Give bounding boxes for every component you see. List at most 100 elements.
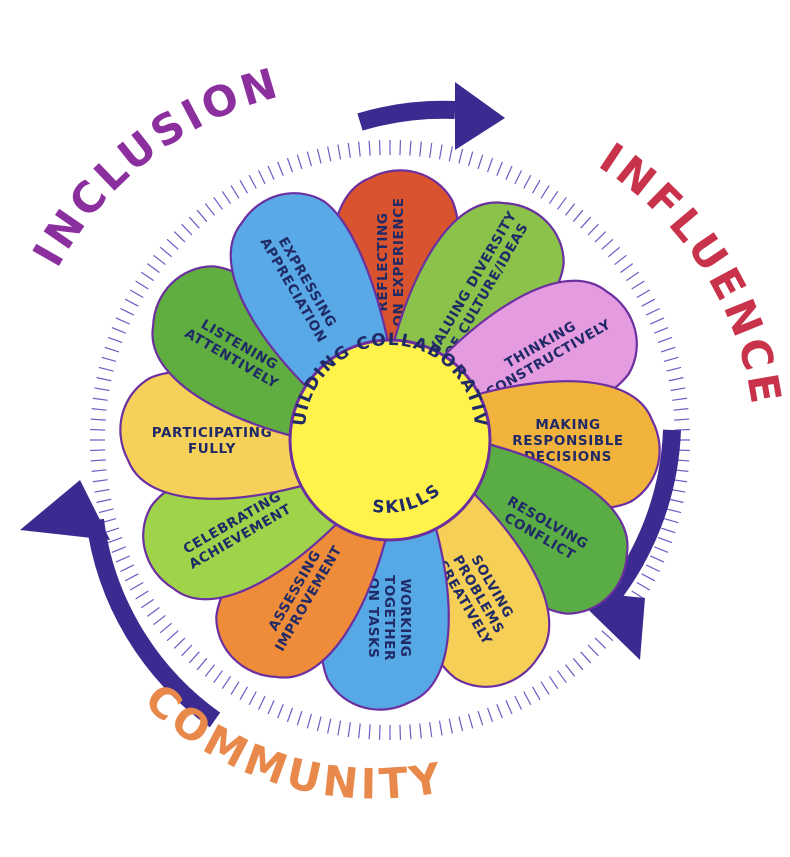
ring-tick (673, 408, 689, 411)
ring-tick (467, 713, 474, 729)
ring-tick (666, 508, 682, 514)
ring-tick (316, 148, 322, 164)
ring-tick (92, 397, 108, 401)
ring-tick (523, 691, 532, 706)
ring-tick (135, 590, 149, 600)
petal-label: FULLY (188, 441, 236, 457)
ring-tick (607, 246, 621, 258)
ring-tick (378, 140, 381, 156)
ring-tick (277, 161, 284, 176)
ring-tick (531, 179, 541, 194)
arrow-top (357, 100, 456, 131)
ring-tick (620, 263, 634, 273)
ring-tick (181, 223, 193, 236)
ring-tick (111, 327, 126, 334)
ring-tick (204, 203, 216, 216)
ring-tick (672, 397, 688, 401)
ring-tick (486, 157, 494, 173)
ring-tick (594, 637, 607, 649)
ring-tick (306, 713, 313, 729)
ring-tick (140, 598, 155, 609)
ring-arrows (20, 82, 681, 728)
ring-tick (129, 289, 144, 299)
ring-tick (306, 151, 313, 167)
ring-tick (429, 142, 433, 158)
ring-tick (286, 707, 294, 723)
ring-tick (124, 298, 139, 307)
petal-label: PARTICIPATING (152, 425, 273, 441)
petal-label: MAKING (535, 417, 600, 433)
ring-tick (153, 614, 166, 626)
ring-tick (196, 209, 208, 223)
ring-tick (358, 723, 361, 739)
ring-tick (91, 469, 107, 472)
ring-tick (477, 710, 484, 726)
ring-tick (670, 387, 686, 392)
ring-tick (448, 718, 453, 734)
ring-tick (221, 675, 232, 690)
ring-tick (580, 216, 592, 229)
ring-tick (419, 723, 422, 739)
ring-tick (248, 691, 257, 706)
ring-tick (248, 174, 257, 189)
arrow-left (86, 518, 221, 728)
ring-tick (548, 190, 559, 205)
ring-tick (378, 724, 381, 740)
ring-tick (645, 307, 660, 316)
ring-tick (104, 527, 120, 534)
ring-tick (213, 196, 223, 210)
ring-tick (399, 140, 402, 156)
ring-tick (557, 670, 567, 684)
ring-tick (213, 670, 223, 684)
ring-tick (90, 428, 106, 431)
center-circle (288, 338, 492, 542)
ring-tick (580, 651, 592, 664)
ring-tick (347, 722, 351, 738)
ring-tick (572, 209, 584, 223)
ring-tick (257, 695, 266, 710)
petal-label: RESPONSIBLE (512, 433, 623, 449)
ring-tick (166, 630, 179, 642)
ring-tick (327, 146, 332, 162)
ring-tick (107, 336, 123, 344)
ring-tick (368, 140, 371, 156)
ring-tick (523, 174, 532, 189)
ring-tick (230, 185, 240, 199)
ring-tick (660, 346, 676, 353)
ring-tick (477, 154, 484, 170)
ring-tick (438, 720, 443, 736)
arrowhead-top-icon (455, 82, 505, 150)
ring-tick (496, 161, 503, 176)
ring-tick (286, 157, 294, 173)
ring-tick (654, 327, 669, 334)
ring-tick (230, 681, 240, 695)
ring-tick (188, 216, 200, 229)
ring-tick (594, 231, 607, 243)
ring-tick (257, 170, 266, 185)
cycle-ring (90, 140, 690, 740)
ring-tick (173, 637, 186, 649)
ring-tick (448, 146, 453, 162)
ring-tick (674, 428, 690, 431)
petal-label: DECISIONS (524, 449, 612, 465)
ring-tick (614, 254, 627, 266)
ring-tick (663, 517, 679, 524)
ring-tick (94, 387, 110, 392)
ring-tick (368, 724, 371, 740)
ring-tick (347, 142, 351, 158)
ring-tick (92, 479, 108, 483)
ring-tick (159, 622, 173, 634)
ring-tick (146, 263, 160, 273)
ring-tick (458, 716, 464, 732)
petal-label: ON EXPERIENCE (391, 197, 407, 326)
ring-tick (173, 231, 186, 243)
ring-tick (587, 644, 599, 657)
ring-tick (120, 307, 135, 316)
ring-tick (239, 686, 249, 701)
ring-tick (657, 336, 673, 344)
ring-tick (564, 203, 576, 216)
ring-tick (111, 546, 126, 553)
petal-label: REFLECTING (375, 212, 391, 311)
ring-tick (181, 644, 193, 657)
